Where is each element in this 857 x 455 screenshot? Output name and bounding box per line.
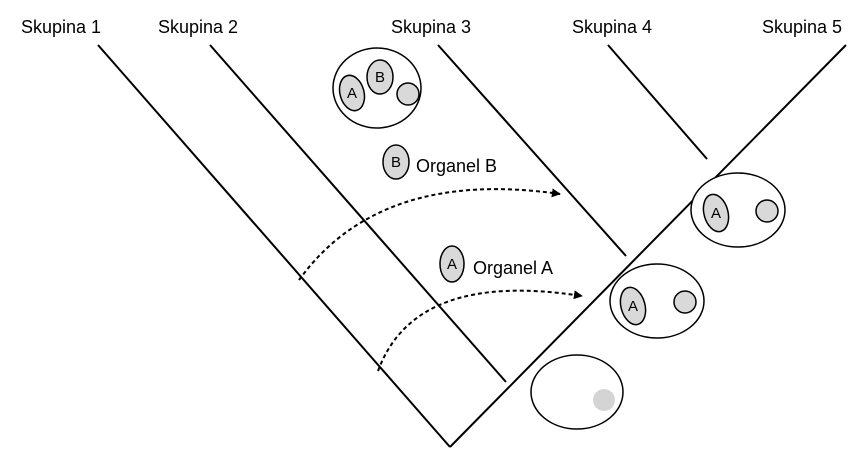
organelle-b-icon	[382, 144, 410, 180]
group-label-2: Skupina 2	[158, 17, 238, 37]
organelle-faded	[593, 389, 615, 411]
branch-group-3	[437, 44, 627, 257]
cell-letter-a: A	[347, 85, 357, 102]
cell-letter-b: B	[375, 69, 385, 86]
cell-letter-a: A	[628, 298, 638, 315]
organelle-plain	[673, 290, 697, 314]
branch-group-4	[607, 44, 708, 160]
organelle-a-in-cell	[338, 74, 366, 112]
organelle-a-in-cell	[619, 286, 647, 326]
organelle-a-letter: A	[447, 256, 457, 273]
group-label-4: Skupina 4	[572, 17, 652, 37]
cell-group-5: A	[690, 172, 786, 248]
organelle-a-icon	[439, 245, 465, 283]
branch-group-1	[97, 44, 451, 448]
organelle-b-in-cell	[366, 59, 394, 95]
organelle-b-letter: B	[391, 154, 401, 171]
organelle-a-in-cell	[702, 193, 730, 233]
organelle-b-label: Organel B	[416, 156, 497, 176]
cell-group-3: A B	[332, 47, 422, 129]
transfer-arrow-b	[298, 188, 561, 281]
cell-membrane	[530, 354, 624, 430]
group-label-1: Skupina 1	[21, 17, 101, 37]
organelle-a-label: Organel A	[473, 258, 553, 278]
group-label-5: Skupina 5	[762, 17, 842, 37]
organelle-plain	[755, 199, 779, 223]
branch-group-5	[449, 44, 847, 448]
organelle-a-legend: A Organel A	[439, 245, 553, 283]
cell-group-4: A	[609, 263, 705, 339]
group-label-3: Skupina 3	[391, 17, 471, 37]
organelle-b-legend: B Organel B	[382, 144, 497, 180]
cell-ancestral	[530, 354, 624, 430]
cell-letter-a: A	[711, 205, 721, 222]
transfer-arrow-a	[377, 289, 583, 372]
organelle-plain	[396, 82, 420, 106]
branch-group-2	[209, 44, 507, 383]
